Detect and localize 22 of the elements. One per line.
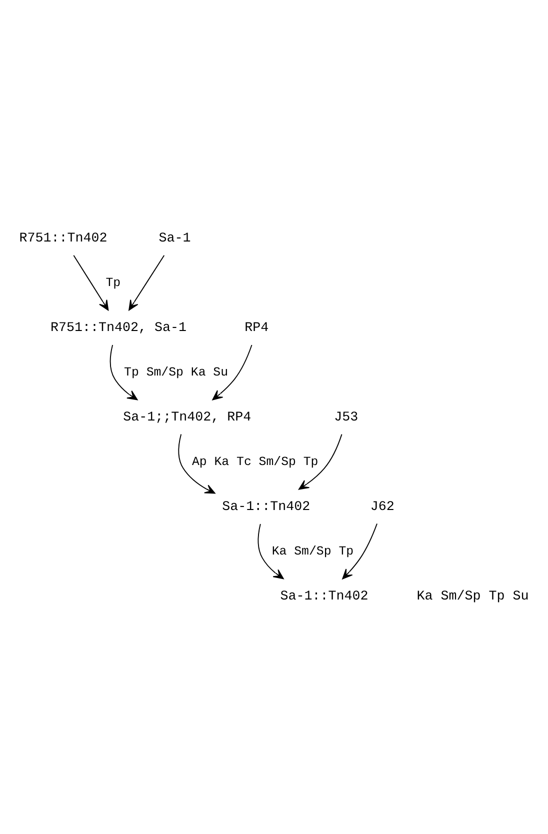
node-text: J53: [334, 410, 358, 426]
arrow: [128, 254, 165, 311]
node-text: R751::Tn402: [19, 231, 108, 246]
arrow: [298, 434, 342, 490]
arrow: [258, 523, 284, 580]
node-label: Ka Sm/Sp Tp Su: [416, 590, 529, 605]
node-text: Sa-1;;Tn402, RP4: [123, 410, 252, 426]
edge-label: Ka Sm/Sp Tp: [272, 544, 354, 559]
node-text: Sa-1: [158, 231, 191, 246]
arrow: [73, 254, 109, 311]
arrow: [178, 434, 216, 494]
node-text: R751::Tn402, Sa-1: [50, 321, 187, 336]
node-text: Sa-1::Tn402: [222, 500, 310, 516]
node-text: Sa-1::Tn402: [280, 590, 368, 605]
node-text: RP4: [244, 321, 269, 336]
node-text: J62: [370, 500, 394, 516]
arrow: [110, 344, 138, 400]
arrow: [212, 344, 252, 400]
arrow: [342, 523, 378, 580]
edge-label: Tp: [106, 276, 121, 290]
edge-label: Tp Sm/Sp Ka Su: [124, 365, 228, 380]
edge-label: Ap Ka Tc Sm/Sp Tp: [192, 455, 318, 469]
